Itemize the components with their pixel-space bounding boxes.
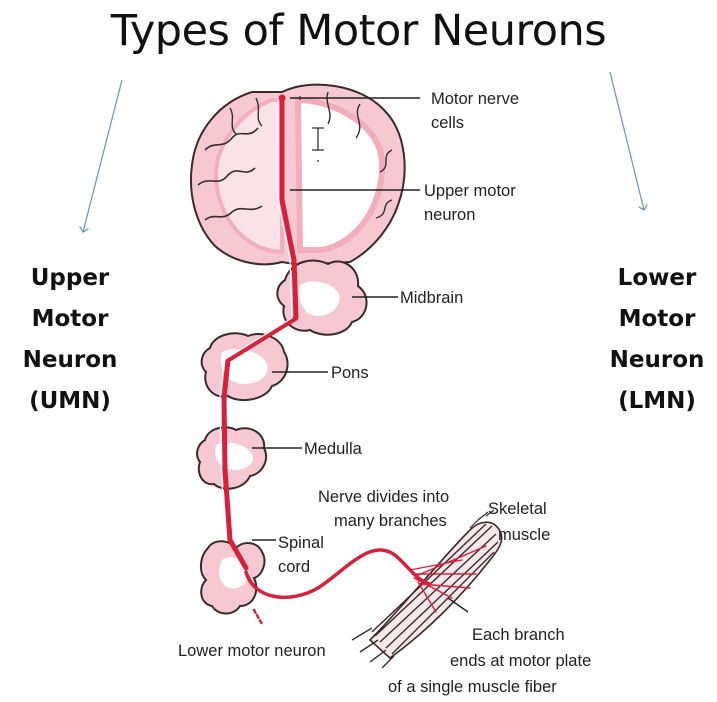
pons-illustration: [202, 333, 288, 400]
label-spinal-cord: Spinal: [278, 534, 324, 552]
spinal-cord-end: [254, 610, 262, 624]
skeletal-muscle-illustration: [352, 510, 502, 668]
label-pons: Pons: [331, 364, 369, 382]
label-lower-motor-neuron: Lower motor neuron: [178, 642, 326, 660]
label-spinal-cord: cord: [278, 558, 310, 576]
label-skeletal-muscle: Skeletal: [488, 500, 547, 518]
label-motor-nerve-cells: Motor nerve: [431, 90, 519, 108]
label-upper-motor-neuron: neuron: [424, 206, 475, 224]
brain-illustration: [191, 85, 405, 265]
lmn-arrow: [610, 72, 644, 210]
label-nerve-divides: many branches: [334, 512, 447, 530]
label-motor-nerve-cells: cells: [431, 114, 464, 132]
label-skeletal-muscle: muscle: [498, 526, 550, 544]
label-each-branch: of a single muscle fiber: [388, 678, 557, 696]
label-each-branch: ends at motor plate: [450, 652, 591, 670]
label-medulla: Medulla: [304, 440, 363, 458]
medulla-illustration: [197, 427, 266, 488]
umn-arrow: [83, 80, 122, 232]
label-upper-motor-neuron: Upper motor: [424, 182, 516, 200]
label-nerve-divides: Nerve divides into: [318, 488, 449, 506]
motor-nerve-cell-body: [279, 95, 285, 101]
spinal-cord-illustration: [201, 541, 265, 613]
lower-motor-neuron-path: [246, 550, 430, 597]
label-each-branch: Each branch: [472, 626, 565, 644]
label-midbrain: Midbrain: [400, 289, 463, 307]
